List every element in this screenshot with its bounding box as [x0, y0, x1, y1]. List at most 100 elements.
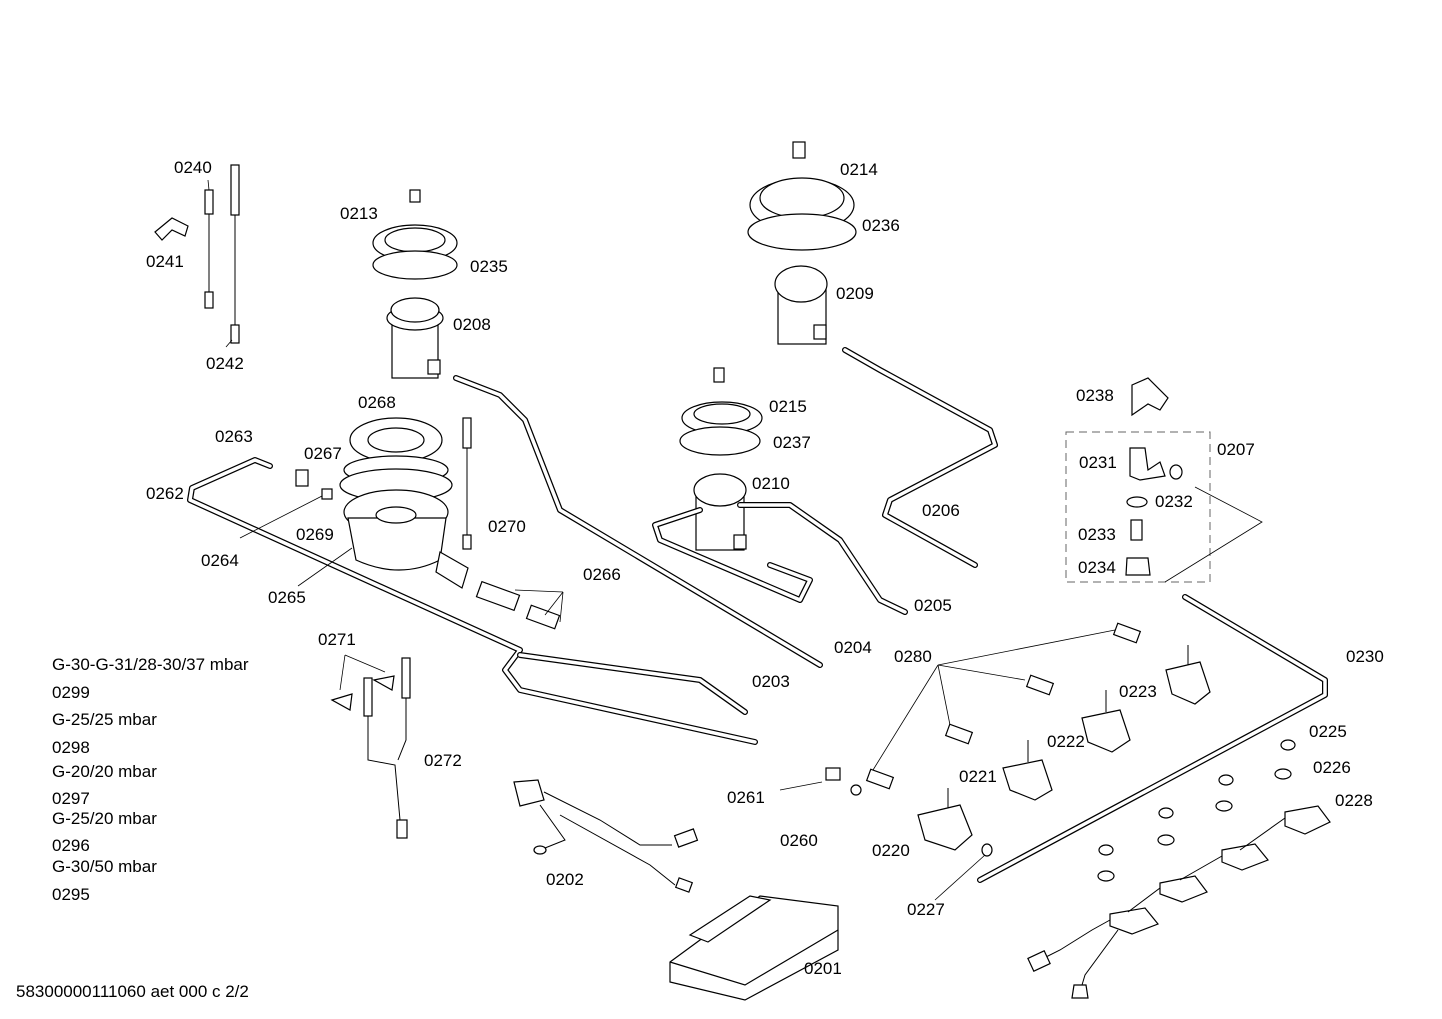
gas-legend-part: 0296: [52, 836, 90, 855]
label-0240: 0240: [174, 158, 212, 177]
label-0230: 0230: [1346, 647, 1384, 666]
bolt-0280a: [1112, 622, 1142, 644]
pipe-0230: [977, 594, 1328, 883]
washer-0226c: [1157, 834, 1175, 846]
washer-0232b: [1126, 496, 1148, 508]
label-0233: 0233: [1078, 525, 1116, 544]
burner-assembly-0210: [679, 367, 763, 551]
label-0206: 0206: [922, 501, 960, 520]
label-0221: 0221: [959, 767, 997, 786]
bolt-0280d: [865, 768, 895, 790]
pipe-0262: [187, 457, 758, 745]
gas-valve-0222: [1081, 690, 1131, 753]
ignition-module-0201: [669, 895, 839, 1001]
pipe-0204: [453, 375, 823, 668]
washer-0226d: [1097, 870, 1115, 882]
washer-0226: [1274, 768, 1292, 780]
clip-0271a: [330, 693, 353, 711]
elbow-0231: [1129, 447, 1166, 481]
clip-0241: [154, 217, 189, 241]
gas-valve-0220: [917, 788, 973, 851]
label-0210: 0210: [752, 474, 790, 493]
label-0236: 0236: [862, 216, 900, 235]
nozzle-0263: [295, 469, 309, 487]
clip-0225b: [1218, 774, 1234, 786]
label-0272: 0272: [424, 751, 462, 770]
label-0264: 0264: [201, 551, 239, 570]
label-0232: 0232: [1155, 492, 1193, 511]
clip-0271b: [372, 675, 395, 691]
nozzle-0260: [850, 784, 862, 796]
label-0220: 0220: [872, 841, 910, 860]
thermocouple-0270: [462, 417, 472, 550]
label-0280: 0280: [894, 647, 932, 666]
label-0223: 0223: [1119, 682, 1157, 701]
thermocouple-0240: [204, 164, 240, 344]
thermocouple-0272: [363, 657, 411, 839]
washer-0226b: [1215, 800, 1233, 812]
label-0270: 0270: [488, 517, 526, 536]
injector-0266: [475, 580, 561, 630]
label-0260: 0260: [780, 831, 818, 850]
label-0214: 0214: [840, 160, 878, 179]
label-0234: 0234: [1078, 558, 1116, 577]
label-0203: 0203: [752, 672, 790, 691]
gas-legend-gas: G-25/25 mbar: [52, 710, 157, 729]
nozzle-0269: [321, 488, 333, 500]
label-0262: 0262: [146, 484, 184, 503]
label-0238: 0238: [1076, 386, 1114, 405]
label-0209: 0209: [836, 284, 874, 303]
gas-legend-part: 0299: [52, 683, 90, 702]
washer-0227: [981, 843, 993, 857]
label-0222: 0222: [1047, 732, 1085, 751]
gas-legend-part: 0298: [52, 738, 90, 757]
elbow-0238: [1131, 377, 1169, 417]
label-0213: 0213: [340, 204, 378, 223]
label-0266: 0266: [583, 565, 621, 584]
label-0205: 0205: [914, 596, 952, 615]
washer-0232: [1169, 464, 1183, 480]
wok-burner-0265: [339, 417, 469, 589]
document-footer: 58300000111060 aet 000 c 2/2: [16, 982, 249, 1001]
clip-0225: [1280, 739, 1296, 751]
pipe-0205: [737, 502, 908, 615]
nozzle-0261: [825, 767, 841, 781]
bolt-0280b: [1025, 674, 1055, 696]
wiring-0202: [513, 779, 699, 893]
nut-0234: [1125, 557, 1151, 576]
label-0208: 0208: [453, 315, 491, 334]
gas-legend-gas: G-30/50 mbar: [52, 857, 157, 876]
label-0225: 0225: [1309, 722, 1347, 741]
pipe-0203: [517, 652, 748, 715]
gas-legend-part: 0295: [52, 885, 90, 904]
gas-legend-gas: G-30-G-31/28-30/37 mbar: [52, 655, 249, 674]
label-0241: 0241: [146, 252, 184, 271]
pipe-0206: [842, 347, 998, 568]
label-0235: 0235: [470, 257, 508, 276]
label-0271: 0271: [318, 630, 356, 649]
label-0228: 0228: [1335, 791, 1373, 810]
label-0215: 0215: [769, 397, 807, 416]
pipe-0203b: [652, 507, 813, 603]
label-0261: 0261: [727, 788, 765, 807]
label-0268: 0268: [358, 393, 396, 412]
clip-0225c: [1158, 807, 1174, 819]
label-0265: 0265: [268, 588, 306, 607]
label-0201: 0201: [804, 959, 842, 978]
clip-0225d: [1098, 844, 1114, 856]
burner-assembly-0208: [372, 189, 458, 379]
label-0269: 0269: [296, 525, 334, 544]
burner-assembly-0209: [747, 141, 857, 345]
label-0204: 0204: [834, 638, 872, 657]
bolt-0280c: [944, 723, 974, 745]
label-0226: 0226: [1313, 758, 1351, 777]
label-0202: 0202: [546, 870, 584, 889]
gas-valve-0223: [1165, 645, 1211, 705]
label-0267: 0267: [304, 444, 342, 463]
gas-legend-part: 0297: [52, 789, 90, 808]
gas-legend-gas: G-25/20 mbar: [52, 809, 157, 828]
label-0242: 0242: [206, 354, 244, 373]
label-0227: 0227: [907, 900, 945, 919]
